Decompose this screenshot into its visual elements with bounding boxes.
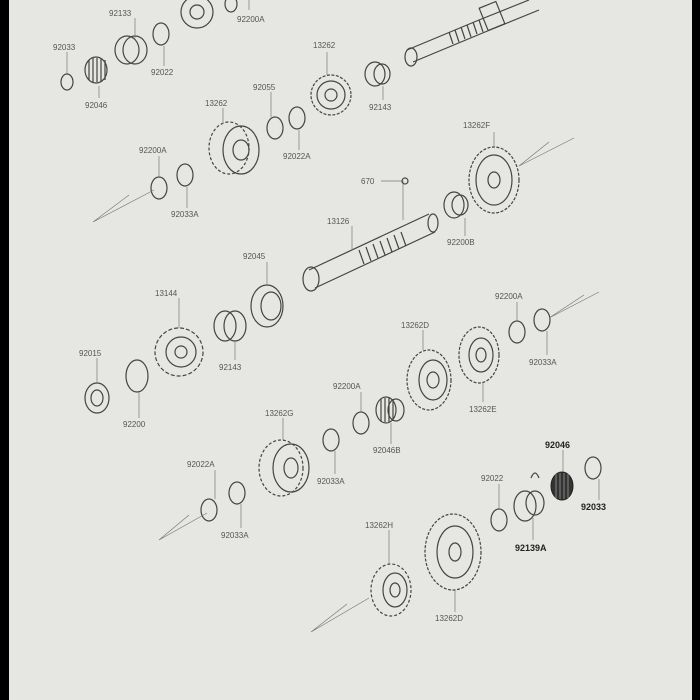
- label-92200b: 92200B: [447, 238, 475, 247]
- washer-92022-lower: [490, 508, 508, 532]
- gear-13262e: [458, 326, 500, 384]
- label-92139a: 92139A: [515, 543, 547, 553]
- label-92033: 92033: [53, 43, 76, 52]
- gear-13262h: [370, 563, 412, 617]
- gear-13262b: [208, 121, 260, 175]
- collar-92033: [60, 73, 74, 91]
- arrow-left-1: [92, 189, 155, 223]
- washer-92200a-right: [508, 320, 526, 344]
- circlip-92033a-lowleft: [228, 481, 246, 505]
- bearing-needle-left: [84, 56, 108, 84]
- washer-92200: [125, 359, 149, 393]
- gear-13262g: [258, 439, 310, 497]
- needle-bearing-92046b: [375, 396, 405, 424]
- pointer-670: [381, 180, 404, 220]
- label-13262-top: 13262: [313, 41, 336, 50]
- circlip-92033a-mid: [322, 428, 340, 452]
- label-13262d-2: 13262D: [435, 614, 463, 623]
- label-92022a-2: 92022A: [187, 460, 215, 469]
- gear-13144: [154, 327, 204, 377]
- circlip-92022a: [288, 106, 306, 130]
- label-92200a-2: 92200A: [139, 146, 167, 155]
- arrow-right-2: [548, 291, 600, 319]
- label-92046-b: 92046: [545, 440, 570, 450]
- main-shaft-13126: [302, 213, 439, 292]
- bushing-92143: [213, 310, 247, 342]
- label-92200a-4: 92200A: [333, 382, 361, 391]
- label-13262d: 13262D: [401, 321, 429, 330]
- clip-small: [530, 472, 540, 479]
- label-92200a-3: 92200A: [495, 292, 523, 301]
- collar-92033-lower: [584, 456, 602, 480]
- washer-92022: [152, 22, 170, 46]
- label-92200: 92200: [123, 420, 146, 429]
- washer-92022a-left: [200, 498, 218, 522]
- washer-92200a-mid: [352, 411, 370, 435]
- label-13262f: 13262F: [463, 121, 490, 130]
- label-92033a-4: 92033A: [317, 477, 345, 486]
- exploded-diagram: 92033 92046 92133 92022 92200A 13262 921…: [53, 0, 606, 633]
- arrow-left-3: [310, 597, 370, 633]
- leader-lines: [66, 0, 600, 612]
- label-92033a-5: 92033A: [221, 531, 249, 540]
- circlip-92033a-right: [533, 308, 551, 332]
- label-92033-b: 92033: [581, 502, 606, 512]
- gear-13262d: [406, 349, 452, 411]
- label-92143-2: 92143: [219, 363, 242, 372]
- needle-bearing-92046: [550, 471, 574, 501]
- bushing-92143-top: [364, 61, 391, 87]
- label-92022-2: 92022: [481, 474, 504, 483]
- label-13262b: 13262: [205, 99, 228, 108]
- gear-top-partial: [180, 0, 214, 29]
- label-92133: 92133: [109, 9, 132, 18]
- arrow-left-2: [158, 512, 208, 541]
- part-labels: 92033 92046 92133 92022 92200A 13262 921…: [53, 9, 606, 623]
- label-92055: 92055: [253, 83, 276, 92]
- label-92015: 92015: [79, 349, 102, 358]
- gear-13262d-bottom: [424, 513, 482, 591]
- label-13262h: 13262H: [365, 521, 393, 530]
- gear-13262-top: [310, 74, 352, 116]
- bushing-92133: [114, 35, 148, 65]
- parts-diagram-page: 92033 92046 92133 92022 92200A 13262 921…: [9, 0, 692, 700]
- label-92022: 92022: [151, 68, 174, 77]
- label-92046b: 92046B: [373, 446, 401, 455]
- label-92046: 92046: [85, 101, 108, 110]
- label-92022a: 92022A: [283, 152, 311, 161]
- gear-13262f: [468, 146, 520, 214]
- label-92143: 92143: [369, 103, 392, 112]
- arrow-right-1: [518, 137, 575, 167]
- bushing-92139a: [513, 490, 545, 522]
- collar-92045: [250, 284, 284, 328]
- label-13144: 13144: [155, 289, 178, 298]
- label-92045: 92045: [243, 252, 266, 261]
- washer-92200a-left: [150, 176, 168, 200]
- label-92033a-2: 92033A: [171, 210, 199, 219]
- washer-top: [224, 0, 238, 13]
- label-13262e: 13262E: [469, 405, 497, 414]
- label-670: 670: [361, 177, 375, 186]
- label-92200a: 92200A: [237, 15, 265, 24]
- label-92033a-3: 92033A: [529, 358, 557, 367]
- output-shaft: [404, 0, 540, 67]
- washer-92055: [266, 116, 284, 140]
- circlip-92033a-left: [176, 163, 194, 187]
- bearing-92015: [84, 382, 110, 414]
- bushing-92200b: [443, 191, 469, 219]
- label-13126: 13126: [327, 217, 350, 226]
- label-13262g: 13262G: [265, 409, 293, 418]
